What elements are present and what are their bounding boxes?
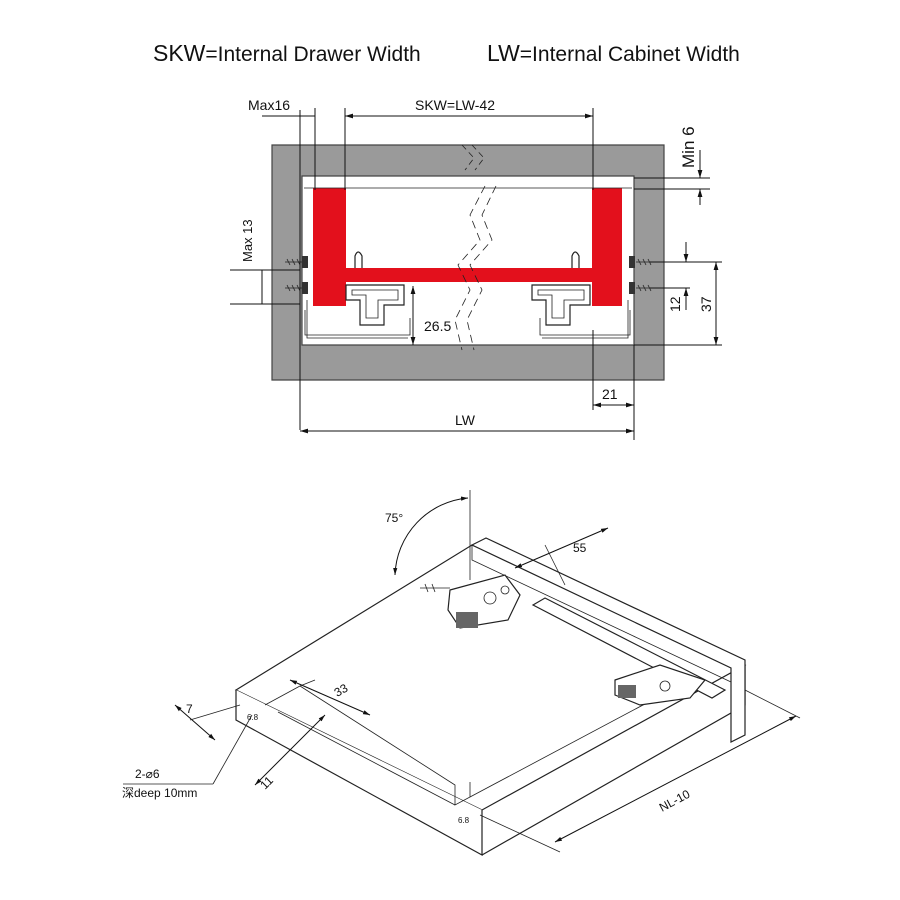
lw-description: =Internal Cabinet Width [519, 43, 740, 66]
dim-33: 33 [332, 681, 351, 700]
skw-abbr: SKW [153, 40, 206, 66]
drawer-bottom [340, 268, 600, 282]
skw-definition: SKW=Internal Drawer Width [153, 40, 421, 67]
dim-skw-formula: SKW=LW-42 [415, 97, 495, 113]
dim-26-5: 26.5 [424, 318, 451, 334]
dim-max13: Max 13 [240, 219, 255, 262]
dim-12: 12 [667, 296, 683, 312]
dim-11: 11 [257, 773, 276, 792]
slide-profile-left [304, 284, 411, 339]
hole-mark-right: 6.8 [458, 816, 470, 825]
break-mark-top [461, 144, 485, 171]
skw-description: =Internal Drawer Width [205, 43, 421, 66]
screw-icon [629, 256, 652, 294]
hole-depth: 深deep 10mm [122, 786, 197, 800]
screw-icon [285, 256, 308, 294]
drawer-side-left [313, 188, 346, 306]
hole-count: 2-⌀6 [135, 767, 160, 781]
hole-mark-left: 6.8 [247, 713, 259, 722]
dim-min6: Min 6 [679, 126, 698, 168]
dim-lw: LW [455, 412, 476, 428]
drawer-side-right [592, 188, 622, 306]
locking-device-left [420, 574, 521, 629]
lw-abbr: LW [487, 40, 520, 66]
locking-device-right [614, 664, 707, 706]
bottom-hook-left [354, 251, 363, 268]
dim-max16: Max16 [248, 97, 290, 113]
lw-definition: LW=Internal Cabinet Width [487, 40, 740, 67]
dim-21: 21 [602, 386, 618, 402]
slide-profile-right [531, 284, 631, 339]
dim-angle-75: 75° [385, 511, 403, 525]
dim-nl: NL-10 [657, 787, 693, 815]
dim-37: 37 [698, 296, 714, 312]
break-mark-middle [454, 185, 497, 351]
bottom-hook-right [571, 251, 580, 268]
dim-7: 7 [186, 702, 193, 716]
dim-55: 55 [573, 541, 587, 555]
